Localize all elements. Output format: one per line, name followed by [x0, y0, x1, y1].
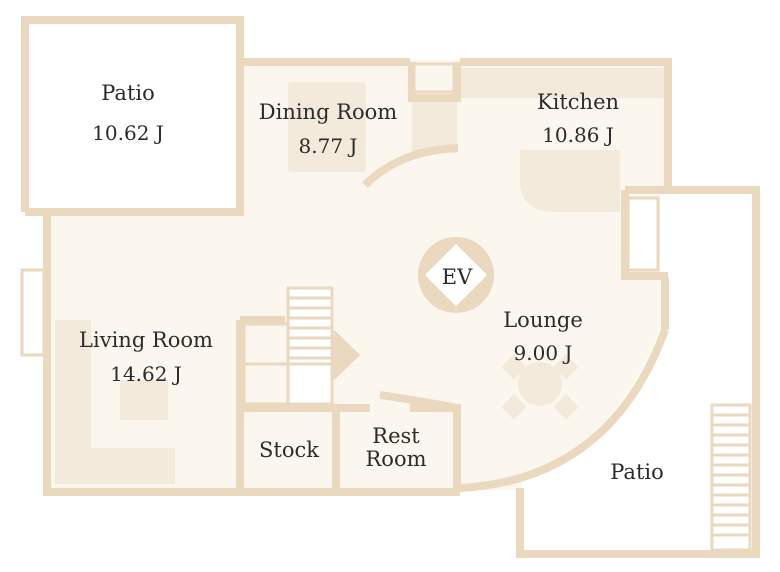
lounge-table — [518, 362, 562, 406]
arcs — [362, 144, 459, 412]
room-labels: Patio 10.62 J Dining Room 8.77 J Kitchen… — [79, 81, 664, 484]
lounge-chair-1 — [501, 354, 527, 380]
wall-lounge-curve — [459, 328, 669, 492]
windows — [20, 62, 660, 357]
furniture — [55, 68, 665, 484]
room-name-stock: Stock — [259, 438, 319, 462]
sofa-base — [55, 448, 175, 484]
stairs-patio-box — [710, 403, 752, 552]
room-name-living: Living Room — [79, 328, 213, 352]
room-area-lounge: 9.00 J — [514, 341, 573, 365]
kitchen-counter-l — [520, 150, 620, 212]
kitchen-counter-top — [460, 68, 665, 98]
arc-restroom — [379, 391, 458, 412]
stairs-arrow — [330, 326, 361, 384]
dining-table — [288, 82, 366, 172]
room-name-patio-top: Patio — [101, 81, 155, 105]
room-area-kitchen: 10.86 J — [542, 123, 614, 147]
room-area-patio-top: 10.62 J — [92, 121, 164, 145]
floor-patio-top — [25, 20, 240, 212]
elevator: EV — [418, 237, 494, 313]
window-right — [626, 196, 660, 272]
window-top-fridge — [412, 62, 456, 94]
room-name-patio-bottom: Patio — [610, 460, 664, 484]
elevator-core — [424, 243, 488, 307]
wall-left — [43, 212, 240, 496]
room-name-kitchen: Kitchen — [537, 90, 619, 114]
room-name-dining: Dining Room — [259, 100, 398, 124]
room-name-restroom: Rest — [372, 424, 420, 448]
arc-dining — [362, 144, 459, 188]
coffee-table — [120, 380, 168, 420]
lounge-chair-4 — [553, 394, 579, 420]
stairs-patio — [710, 403, 752, 552]
lounge-chair-3 — [501, 394, 527, 420]
wall-top-right — [460, 58, 672, 190]
stairs-interior — [286, 286, 361, 408]
walls — [21, 16, 760, 558]
window-left — [20, 268, 46, 357]
lounge-chair-2 — [553, 354, 579, 380]
room-area-living: 14.62 J — [110, 362, 182, 386]
wall-patio-top — [21, 16, 244, 216]
room-name-lounge: Lounge — [503, 308, 583, 332]
elevator-label: EV — [442, 265, 473, 289]
wall-fridge — [408, 62, 461, 102]
wall-patio-bottom-left — [621, 190, 668, 280]
room-name-restroom-2: Room — [365, 447, 426, 471]
fridge — [412, 98, 457, 153]
wall-patio-bottom — [516, 186, 760, 558]
room-area-dining: 8.77 J — [299, 134, 358, 158]
floor-lounge-curve — [460, 195, 660, 488]
stair-block-cells — [242, 322, 334, 406]
